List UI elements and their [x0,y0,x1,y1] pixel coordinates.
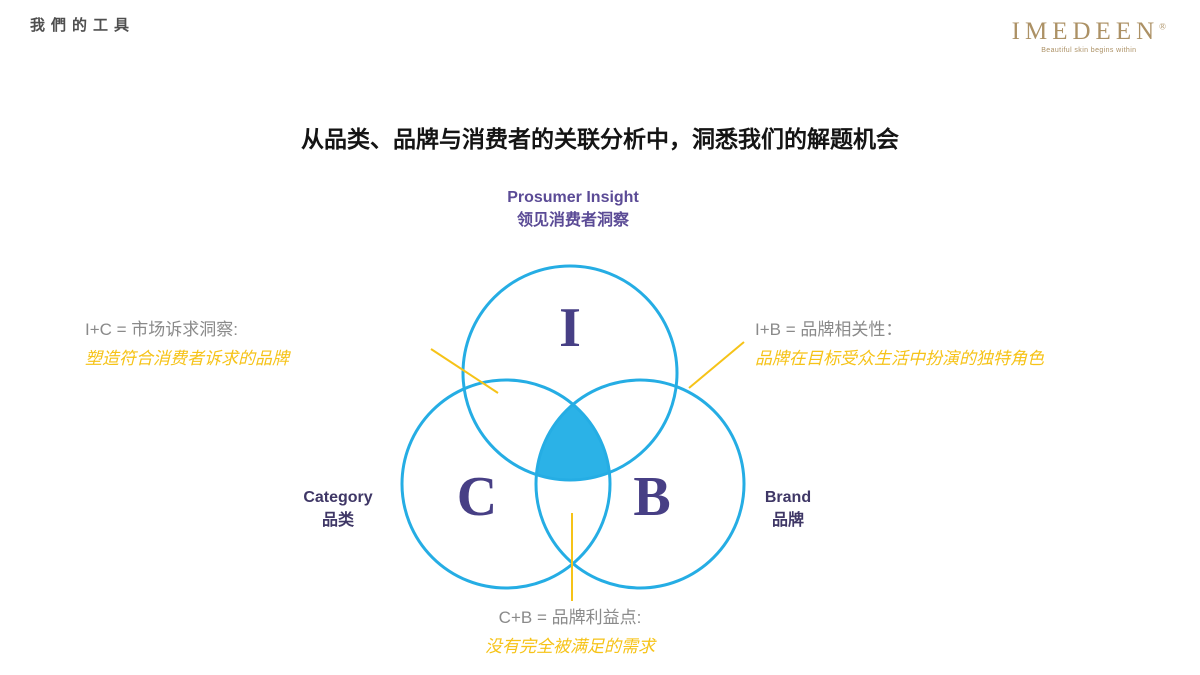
connector-line-ib [688,341,745,389]
annotation-insight-brand: I+B = 品牌相关性： 品牌在目标受众生活中扮演的独特角色 [755,320,1044,370]
category-label: Category 品类 [258,486,418,532]
logo-text: IMEDEEN [1011,18,1160,45]
slide-title: 从品类、品牌与消费者的关联分析中，洞悉我们的解题机会 [301,126,899,152]
insight-circle [461,264,679,482]
category-label-zh: 品类 [321,512,354,530]
category-circle [400,378,612,590]
annotation-cb-body: 没有完全被满足的需求 [485,637,655,657]
brand-circle [534,378,746,590]
annotation-category-brand: C+B = 品牌利益点: 没有完全被满足的需求 [415,608,725,658]
registered-mark: ® [1159,21,1166,32]
brand-label-en: Brand [764,489,812,506]
brand-label-zh: 品牌 [771,512,804,530]
insight-label: Prosumer Insight 领见消费者洞察 [413,186,733,232]
annotation-insight-category: I+C = 市场诉求洞察: 塑造符合消费者诉求的品牌 [85,320,289,370]
insight-label-en: Prosumer Insight [507,189,639,206]
insight-label-zh: 领见消费者洞察 [516,212,629,230]
annotation-ic-heading: I+C = 市场诉求洞察: [85,320,239,339]
annotation-ib-body: 品牌在目标受众生活中扮演的独特角色 [755,349,1044,369]
category-label-en: Category [303,489,373,506]
annotation-cb-heading: C+B = 品牌利益点: [498,608,642,627]
connector-line-ic [430,348,499,394]
imedeen-logo: IMEDEEN® Beautiful skin begins within [1012,18,1166,54]
annotation-ib-heading: I+B = 品牌相关性： [755,320,903,339]
logo-wordmark: IMEDEEN® [1012,18,1166,46]
category-letter: C [456,466,498,528]
insight-letter: I [559,297,581,359]
brand-letter: B [633,466,671,528]
logo-tagline: Beautiful skin begins within [1041,46,1137,54]
annotation-ic-body: 塑造符合消费者诉求的品牌 [85,349,289,369]
brand-label: Brand 品牌 [708,486,868,532]
page-title: 我們的工具 [30,17,136,34]
